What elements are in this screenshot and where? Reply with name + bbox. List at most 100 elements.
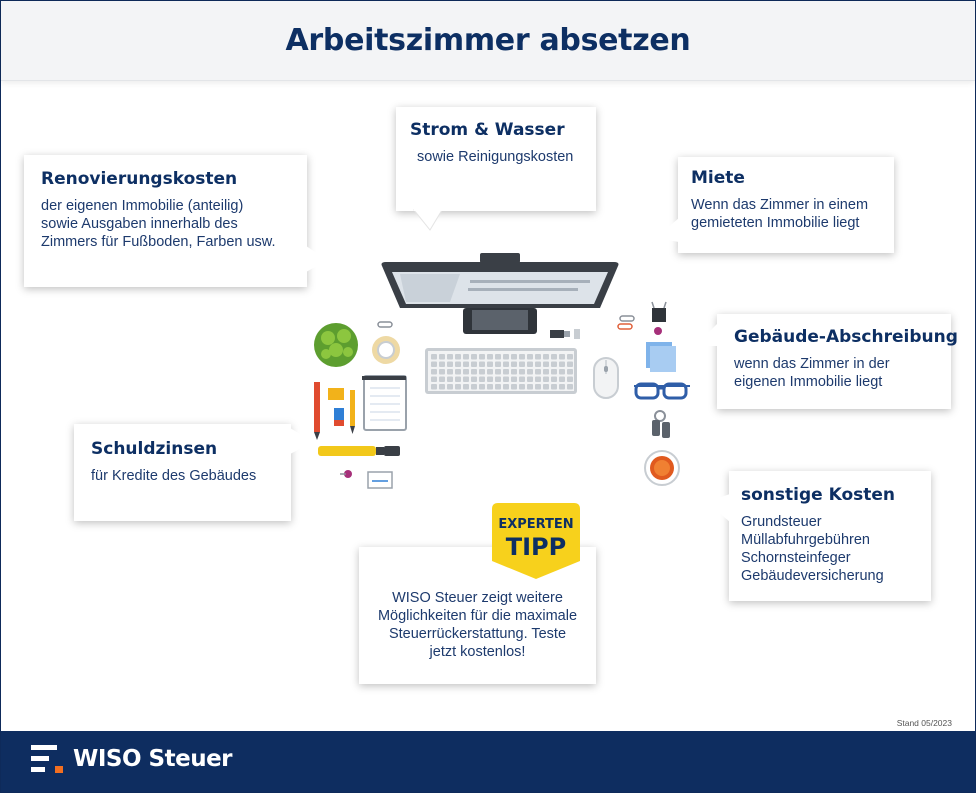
speech-tail	[290, 428, 314, 454]
keyboard-key	[471, 384, 477, 390]
keyboard-key	[559, 361, 565, 367]
plant-icon	[314, 323, 358, 367]
highlighter-icon	[318, 446, 400, 456]
card-gebaeude-abschreibung: Gebäude-Abschreibung wenn das Zimmer in …	[717, 314, 958, 409]
keyboard-key	[463, 384, 469, 390]
card-text: eigenen Immobilie liegt	[734, 374, 883, 390]
keyboard-key	[519, 361, 525, 367]
keyboard-key	[455, 376, 461, 382]
wiso-logo-text: WISO Steuer	[73, 746, 233, 772]
card-renovierungskosten: Renovierungskosten der eigenen Immobilie…	[24, 155, 307, 287]
speech-tail	[655, 218, 679, 242]
keyboard-key	[567, 369, 573, 375]
tipp-text: jetzt kostenlos!	[429, 644, 526, 660]
keyboard-key	[431, 384, 437, 390]
card-text: Zimmers für Fußboden, Farben usw.	[41, 234, 276, 250]
keyboard-key	[519, 354, 525, 360]
keyboard-key	[455, 369, 461, 375]
keyboard-key	[543, 384, 549, 390]
keyboard-key	[503, 376, 509, 382]
keyboard-key	[479, 384, 485, 390]
keyboard-key	[527, 361, 533, 367]
keyboard-key	[447, 361, 453, 367]
pencil-icon	[314, 382, 355, 440]
keyboard-key	[503, 369, 509, 375]
card-text: für Kredite des Gebäudes	[91, 468, 257, 484]
stand-date: Stand 05/2023	[896, 718, 952, 728]
eraser-icon	[328, 388, 344, 426]
pushpin-icon	[340, 327, 662, 478]
wiso-logo-icon	[31, 745, 63, 773]
usb-stick-icon	[550, 329, 580, 339]
keyboard-key	[471, 376, 477, 382]
keyboard-key	[439, 376, 445, 382]
keyboard-key	[551, 384, 557, 390]
mouse-icon	[593, 357, 619, 399]
business-card-icon	[367, 471, 393, 489]
keyboard-key	[511, 369, 517, 375]
badge-line-1: EXPERTEN	[498, 517, 574, 532]
card-text: Schornsteinfeger	[741, 550, 851, 566]
keyboard-key	[503, 354, 509, 360]
keyboard-key	[495, 369, 501, 375]
keyboard-key	[479, 369, 485, 375]
keyboard-key	[471, 361, 477, 367]
paperclip-icon	[377, 315, 635, 330]
keyboard-icon	[425, 348, 577, 394]
keyboard-key	[527, 354, 533, 360]
keyboard-key	[543, 369, 549, 375]
keyboard-key	[535, 369, 541, 375]
keyboard-key	[479, 361, 485, 367]
keyboard-key	[447, 376, 453, 382]
keyboard-key	[535, 384, 541, 390]
keyboard-key	[447, 369, 453, 375]
tape-roll-icon	[372, 336, 400, 364]
experten-tipp-badge: EXPERTEN TIPP	[492, 503, 580, 579]
card-experten-tipp: WISO Steuer zeigt weitere Möglichkeiten …	[359, 547, 596, 684]
keyboard-key	[527, 384, 533, 390]
monitor-icon	[381, 253, 619, 334]
glasses-icon	[634, 382, 690, 400]
keyboard-key	[431, 376, 437, 382]
speech-tail	[695, 322, 719, 346]
tea-cup-icon	[644, 450, 680, 486]
keyboard-key	[487, 376, 493, 382]
keyboard-key	[495, 384, 501, 390]
card-text: Müllabfuhrgebühren	[741, 532, 870, 548]
card-title: Strom & Wasser	[410, 120, 565, 140]
keyboard-key	[519, 376, 525, 382]
card-text: sowie Reinigungskosten	[417, 149, 574, 165]
badge-line-2: TIPP	[505, 533, 567, 561]
keyboard-key	[527, 369, 533, 375]
keyboard-key	[431, 369, 437, 375]
card-text: Grundsteuer	[741, 514, 822, 530]
speech-tail	[706, 494, 730, 522]
tipp-text: WISO Steuer zeigt weitere	[392, 590, 563, 606]
keyboard-key	[511, 376, 517, 382]
keyboard-key	[495, 376, 501, 382]
keyboard-key	[559, 376, 565, 382]
keyboard-key	[551, 354, 557, 360]
keyboard-key	[495, 361, 501, 367]
card-title: Renovierungskosten	[41, 169, 238, 189]
keyboard-key	[439, 369, 445, 375]
speech-tail	[306, 246, 328, 272]
wiso-logo[interactable]: WISO Steuer	[31, 745, 233, 773]
card-text: Gebäudeversicherung	[741, 568, 884, 584]
tipp-text: Möglichkeiten für die maximale	[377, 608, 578, 624]
keyboard-key	[487, 361, 493, 367]
keyboard-key	[455, 361, 461, 367]
keyboard-key	[471, 369, 477, 375]
keyboard-key	[535, 376, 541, 382]
keyboard-key	[487, 369, 493, 375]
keyboard-key	[567, 354, 573, 360]
keyboard-key	[463, 361, 469, 367]
keyboard-key	[479, 354, 485, 360]
keyboard-key	[559, 354, 565, 360]
keyboard-key	[431, 361, 437, 367]
keyboard-key	[551, 369, 557, 375]
card-text: Wenn das Zimmer in einem	[691, 197, 869, 213]
card-text: sowie Ausgaben innerhalb des	[41, 216, 238, 232]
speech-tail	[412, 208, 444, 231]
keyboard-key	[551, 361, 557, 367]
